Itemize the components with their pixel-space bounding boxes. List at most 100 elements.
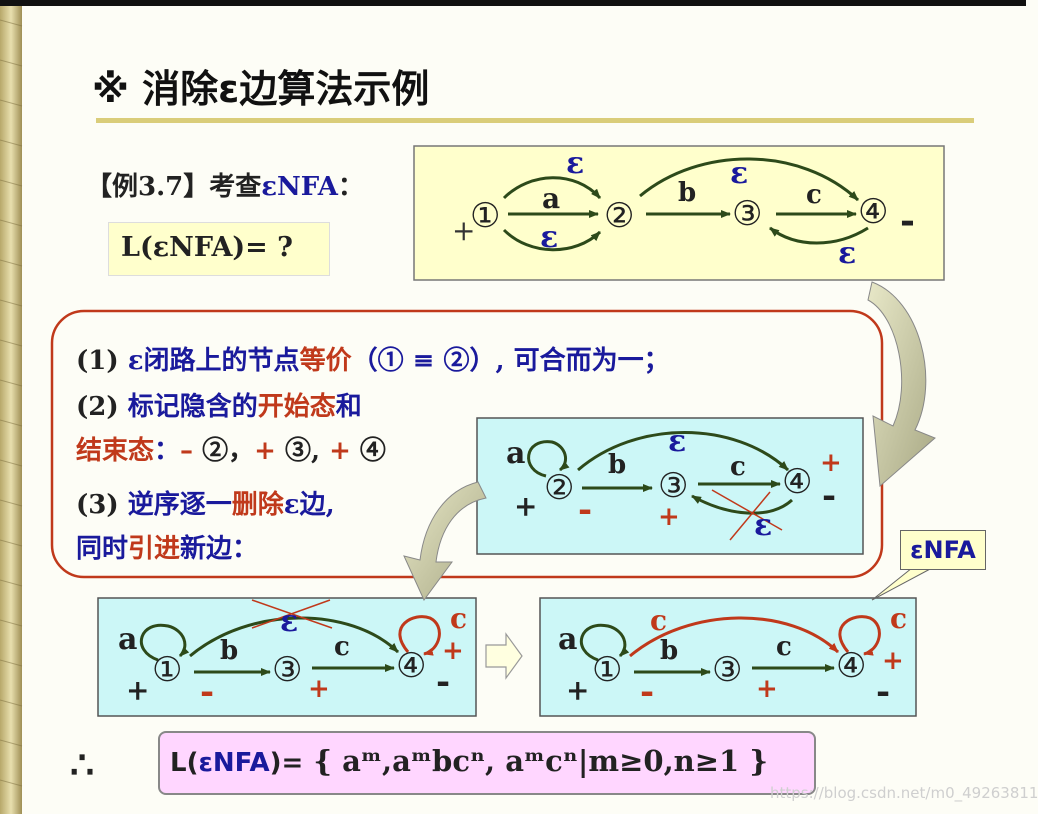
- nfa3-minus-4: -: [876, 672, 891, 712]
- nfa2-minus-4: -: [436, 662, 451, 702]
- result-set: { aᵐ,aᵐbcⁿ, aᵐcⁿ|m≥0,n≥1 }: [313, 744, 768, 778]
- nfa3-plus-1: +: [566, 674, 590, 707]
- result-box: L(εNFA)= { aᵐ,aᵐbcⁿ, aᵐcⁿ|m≥0,n≥1 }: [158, 731, 816, 795]
- nfa0-state-1: ①: [470, 196, 501, 236]
- nfa3-b-label: b: [660, 636, 679, 666]
- nfa0-eps-43: ε: [838, 236, 857, 271]
- nfa2-red: [398, 615, 441, 656]
- nfa1-minus-2: -: [578, 490, 593, 530]
- nfa3-state-1: ①: [592, 650, 623, 690]
- page-title: ※ 消除ε边算法示例: [92, 67, 430, 111]
- step-3-part-2: 删除: [231, 490, 284, 520]
- curved-arrow-1: [867, 281, 936, 488]
- nfa0-eps-top: ε: [566, 146, 585, 181]
- nfa1-plus-2: +: [514, 490, 538, 523]
- nfa0-edges: [502, 157, 869, 252]
- step-2-part-3: 和: [335, 392, 362, 422]
- nfa2-b-label: b: [220, 636, 239, 666]
- nfa3-c-loop: c: [890, 602, 908, 635]
- nfa1-b-label: b: [608, 450, 627, 480]
- step-1-part-3: （① ≡ ②）, 可合而为一；: [351, 346, 670, 376]
- nfa1-eps-24: ε: [668, 424, 687, 459]
- nfa2-plus-4: +: [442, 636, 464, 666]
- step-2-part-2: 开始态: [257, 392, 336, 422]
- nfa3-red: [629, 615, 881, 658]
- nfa0-a-label: a: [542, 182, 561, 215]
- nfa1-a-label: a: [506, 436, 526, 471]
- nfa1-state-2: ②: [544, 468, 575, 508]
- nfa3-state-3: ③: [712, 650, 743, 690]
- nfa1-cross: [711, 489, 783, 541]
- question-box: L(εNFA)= ?: [108, 222, 330, 276]
- step-2: (2) 标记隐含的开始态和: [76, 386, 362, 423]
- step-3: (3) 逆序逐一删除ε边,: [76, 484, 335, 521]
- nfa1-panel: [476, 417, 864, 555]
- nfa2-a-label: a: [118, 622, 138, 657]
- nfa2-state-4: ④: [396, 646, 427, 686]
- step-2c-part-6: +: [329, 436, 360, 466]
- step-2c-part-3: ②，: [202, 436, 255, 466]
- result-prefix: L(: [170, 748, 199, 778]
- step-1: (1) ε闭路上的节点等价（① ≡ ②）, 可合而为一；: [76, 340, 670, 377]
- nfa2-eps-14: ε: [280, 604, 299, 639]
- nfa2-plus-3: +: [308, 674, 330, 704]
- step-2-part-1: 标记隐含的: [127, 392, 258, 422]
- result-nfa: εNFA: [198, 748, 270, 778]
- step-3-part-1: 逆序逐一: [127, 490, 232, 520]
- nfa1-c-label: c: [730, 452, 746, 482]
- curved-arrow-2: [403, 481, 487, 601]
- step-3-cont: 同时引进新边：: [76, 528, 258, 565]
- callout-pointer: [871, 567, 933, 601]
- nfa3-c-14: c: [650, 604, 668, 637]
- binding-stripes: [0, 19, 23, 787]
- step-3c-part-2: 新边：: [180, 534, 259, 564]
- title-underline: [96, 118, 974, 123]
- nfa2-c-loop: c: [450, 602, 468, 635]
- nfa1-plus-3: +: [658, 502, 680, 532]
- result-middle: )=: [269, 748, 304, 778]
- step-1-part-1: ε闭路上的节点: [127, 346, 300, 376]
- nfa2-c-label: c: [334, 632, 350, 662]
- step-2c-part-5: ③,: [284, 436, 330, 466]
- step-2-cont: 结束态：– ②，+ ③, + ④: [76, 430, 386, 467]
- watermark: https://blog.csdn.net/m0_49263811: [770, 784, 1038, 802]
- nfa1-plus-4: +: [820, 448, 842, 478]
- nfa0-state-3: ③: [732, 194, 763, 234]
- nfa2-edges: [139, 616, 400, 676]
- nfa1-state-3: ③: [658, 466, 689, 506]
- step-3c-part-1: 引进: [128, 534, 181, 564]
- binding-strip: [0, 0, 22, 814]
- nfa2-minus-1: -: [200, 672, 215, 712]
- nfa0-start-mark: +: [452, 214, 476, 247]
- nfa0-eps-24: ε: [730, 156, 749, 191]
- step-2-part-0: (2): [76, 392, 128, 422]
- nfa1-minus-4: -: [822, 476, 837, 516]
- step-2c-part-2: –: [180, 436, 203, 466]
- step-3-part-0: (3): [76, 490, 128, 520]
- example-colon: ：: [337, 172, 364, 202]
- question-text: L(εNFA)= ?: [121, 232, 294, 263]
- nfa0-final-mark: -: [900, 200, 915, 242]
- nfa2-plus-1: +: [126, 674, 150, 707]
- step-3c-part-0: 同时: [76, 534, 129, 564]
- nfa3-edges: [579, 623, 835, 676]
- nfa1-edges: [527, 431, 794, 515]
- nfa0-c-label: c: [806, 180, 822, 210]
- step-2c-part-7: ④: [359, 436, 386, 466]
- nfa3-a-label: a: [558, 622, 578, 657]
- therefore-symbol: ∴: [70, 742, 95, 787]
- block-arrow: [485, 632, 523, 680]
- nfa3-plus-3: +: [756, 674, 778, 704]
- step-2c-part-0: 结束态: [76, 436, 155, 466]
- nfa3-plus-4: +: [882, 646, 904, 676]
- nfa2-cross: [251, 599, 333, 629]
- example-label: 【例3.7】考查: [86, 172, 262, 202]
- example-heading: 【例3.7】考查εNFA：: [86, 166, 364, 203]
- step-2c-part-1: ：: [154, 436, 181, 466]
- nfa0-b-label: b: [678, 178, 697, 208]
- nfa2-state-3: ③: [272, 650, 303, 690]
- nfa3-c-label: c: [776, 632, 792, 662]
- nfa1-eps-43: ε: [754, 508, 773, 543]
- step-3-part-3: ε边,: [283, 490, 335, 520]
